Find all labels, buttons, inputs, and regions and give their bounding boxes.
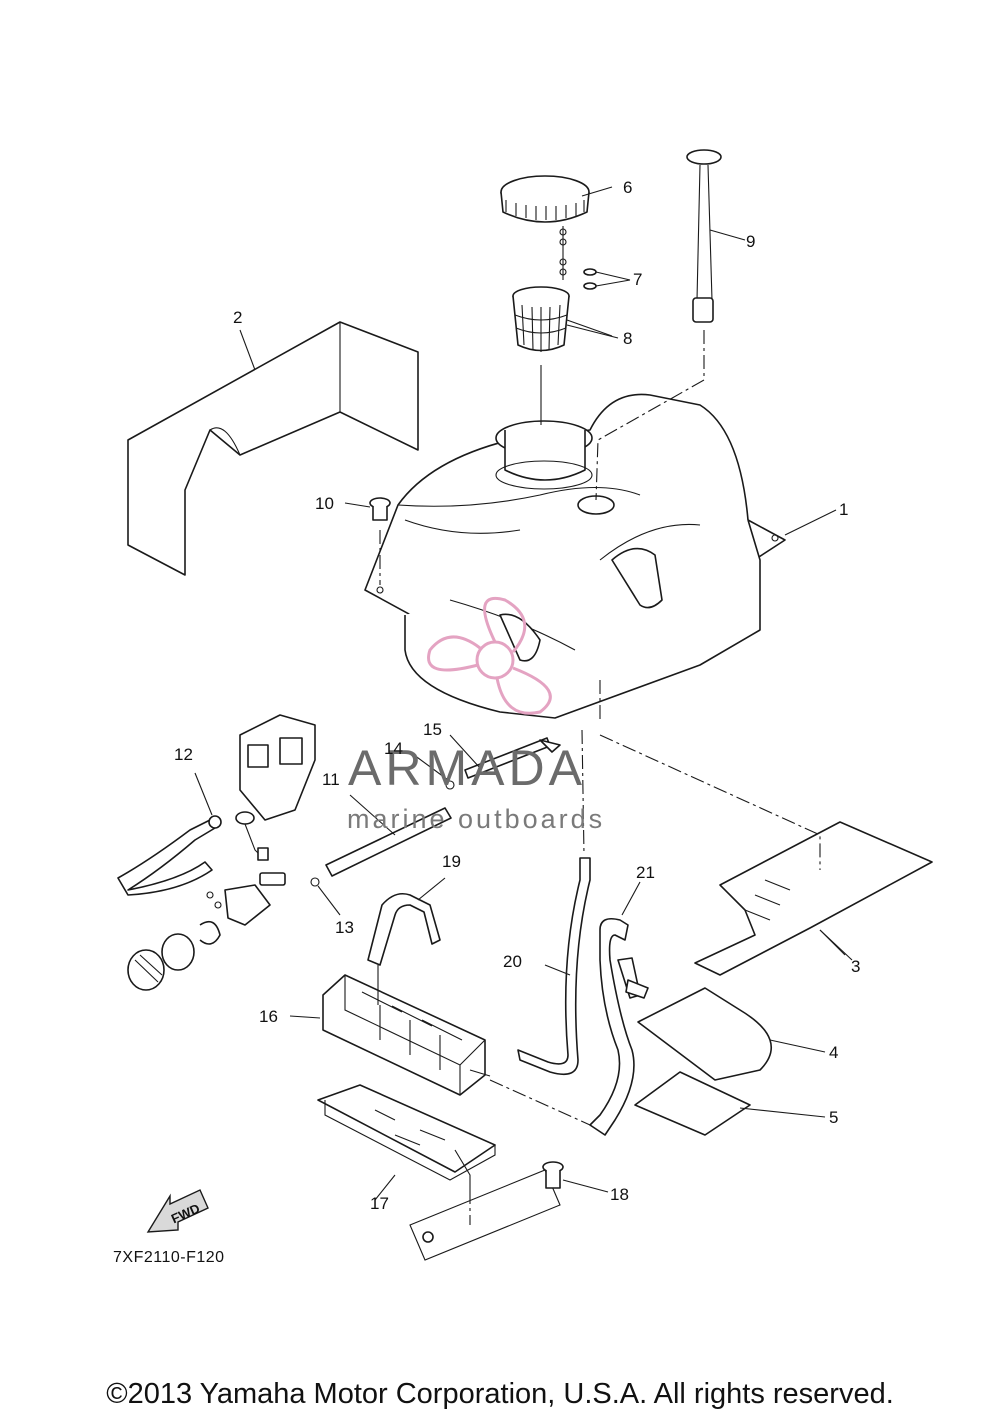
clips-part-7 [583, 268, 631, 290]
pad-part-5 [634, 1071, 826, 1136]
bolt-part-10 [344, 497, 391, 585]
pad-part-3 [694, 821, 933, 976]
watermark-tagline: marine outboards [347, 804, 605, 834]
part-number-11: 11 [322, 770, 340, 789]
part-number-3: 3 [851, 957, 860, 976]
strainer-part-8 [512, 286, 613, 425]
filler-cap-part-6 [500, 175, 590, 280]
part-number-10: 10 [315, 494, 334, 513]
part-number-14: 14 [384, 739, 403, 758]
copyright-notice: ©2013 Yamaha Motor Corporation, U.S.A. A… [106, 1378, 894, 1410]
bolt-part-18 [542, 1161, 609, 1193]
part-number-2: 2 [233, 308, 242, 327]
part-number-6: 6 [623, 178, 632, 197]
fuel-gauge-part-9 [595, 149, 746, 501]
part-number-9: 9 [746, 232, 755, 251]
part-number-8: 8 [623, 329, 632, 348]
part-number-5: 5 [829, 1108, 838, 1127]
carburetor-assembly [117, 714, 341, 991]
strap-part-19 [367, 877, 446, 1005]
fuel-tank-part-1 [364, 393, 786, 719]
pad-part-4 [637, 987, 826, 1081]
part-number-17: 17 [370, 1194, 389, 1213]
watermark-name: ARMADA [348, 740, 586, 796]
part-number-12: 12 [174, 745, 193, 764]
part-number-21: 21 [636, 863, 655, 882]
diagram-code: 7XF2110-F120 [113, 1249, 225, 1266]
canister-part-16 [289, 974, 491, 1096]
armada-watermark-logo [427, 597, 552, 715]
part-number-1: 1 [839, 500, 848, 519]
hoses-parts-11-14-15 [325, 734, 561, 877]
part-number-16: 16 [259, 1007, 278, 1026]
part-number-13: 13 [335, 918, 354, 937]
part-number-19: 19 [442, 852, 461, 871]
part-number-18: 18 [610, 1185, 629, 1204]
part-number-15: 15 [423, 720, 442, 739]
part-number-4: 4 [829, 1043, 838, 1062]
heat-shield-part-2 [127, 321, 419, 576]
part-number-7: 7 [633, 270, 642, 289]
part-number-20: 20 [503, 952, 522, 971]
bracket-part-17 [317, 1084, 561, 1261]
fwd-arrow-icon: FWD [146, 1189, 209, 1233]
pipes-parts-20-21 [489, 729, 649, 1136]
